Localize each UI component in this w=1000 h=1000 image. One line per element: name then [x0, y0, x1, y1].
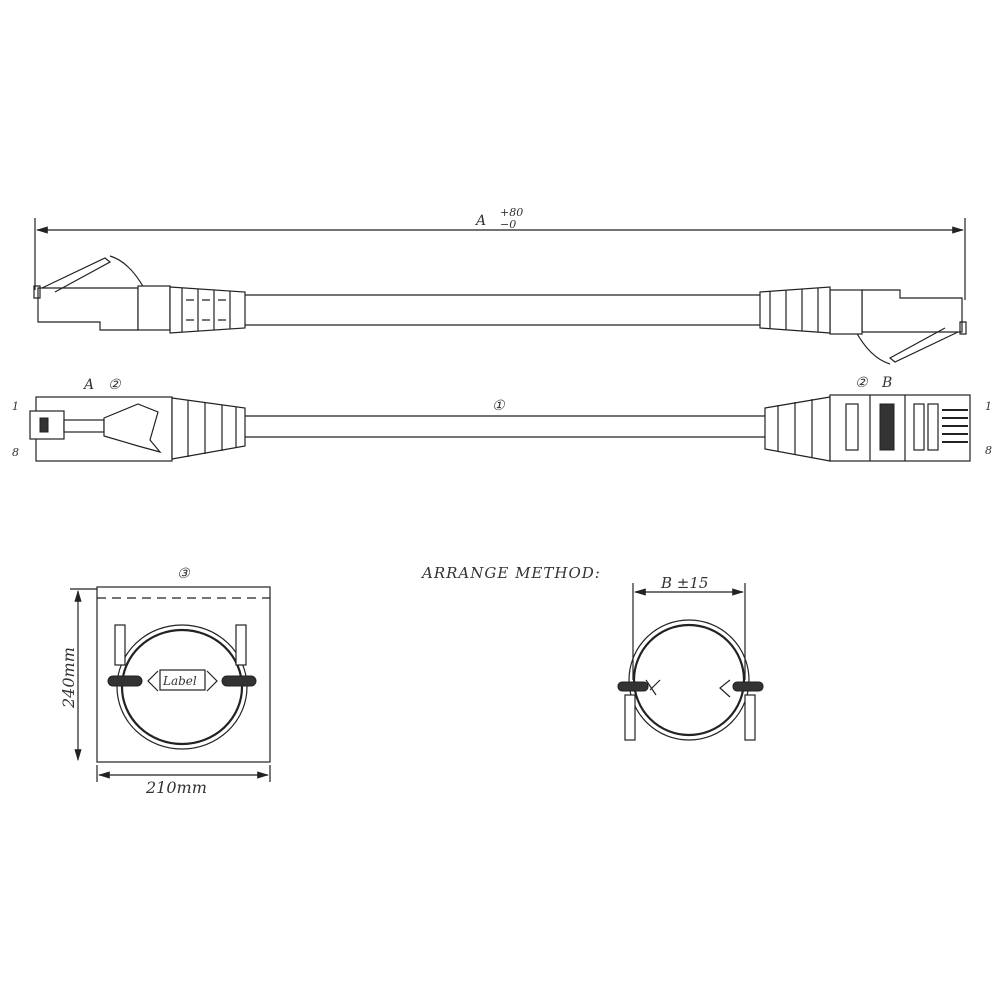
end-b-label: B: [881, 375, 892, 391]
pin-1-label-b: 1: [985, 400, 992, 413]
right-plug-side: [759, 286, 967, 365]
plug-a-top: [29, 396, 246, 462]
package-width: 210mm: [145, 778, 207, 797]
package-label-tag: Label: [162, 674, 197, 688]
pin-8-label-b: 8: [985, 444, 992, 457]
plug-b-top: [764, 394, 971, 462]
arrange-title: ARRANGE METHOD:: [420, 564, 601, 582]
arrange-dim: B ±15: [660, 574, 708, 592]
cable-side-view: [33, 255, 967, 365]
end-a-callout: ②: [108, 377, 122, 393]
length-dimension: A +80 −0: [34, 206, 966, 300]
end-b-callout: ②: [855, 375, 869, 391]
package-height: 240mm: [59, 647, 78, 709]
arrange-method-drawing: ARRANGE METHOD: B ±15: [420, 564, 764, 741]
package-drawing: ③ 240mm 210mm Label: [59, 566, 271, 797]
end-a-label: A: [82, 377, 94, 393]
pin-8-label-a: 8: [12, 446, 19, 459]
tolerance-plus: +80: [500, 206, 523, 219]
length-label: A: [474, 213, 486, 229]
left-plug-side: [33, 255, 246, 334]
pin-1-label-a: 1: [12, 400, 19, 413]
cable-top-view: 1 8 A ② ① ② B 1 8: [12, 375, 992, 462]
package-callout: ③: [177, 566, 191, 582]
cable-callout: ①: [492, 398, 506, 414]
tolerance-minus: −0: [500, 218, 516, 231]
